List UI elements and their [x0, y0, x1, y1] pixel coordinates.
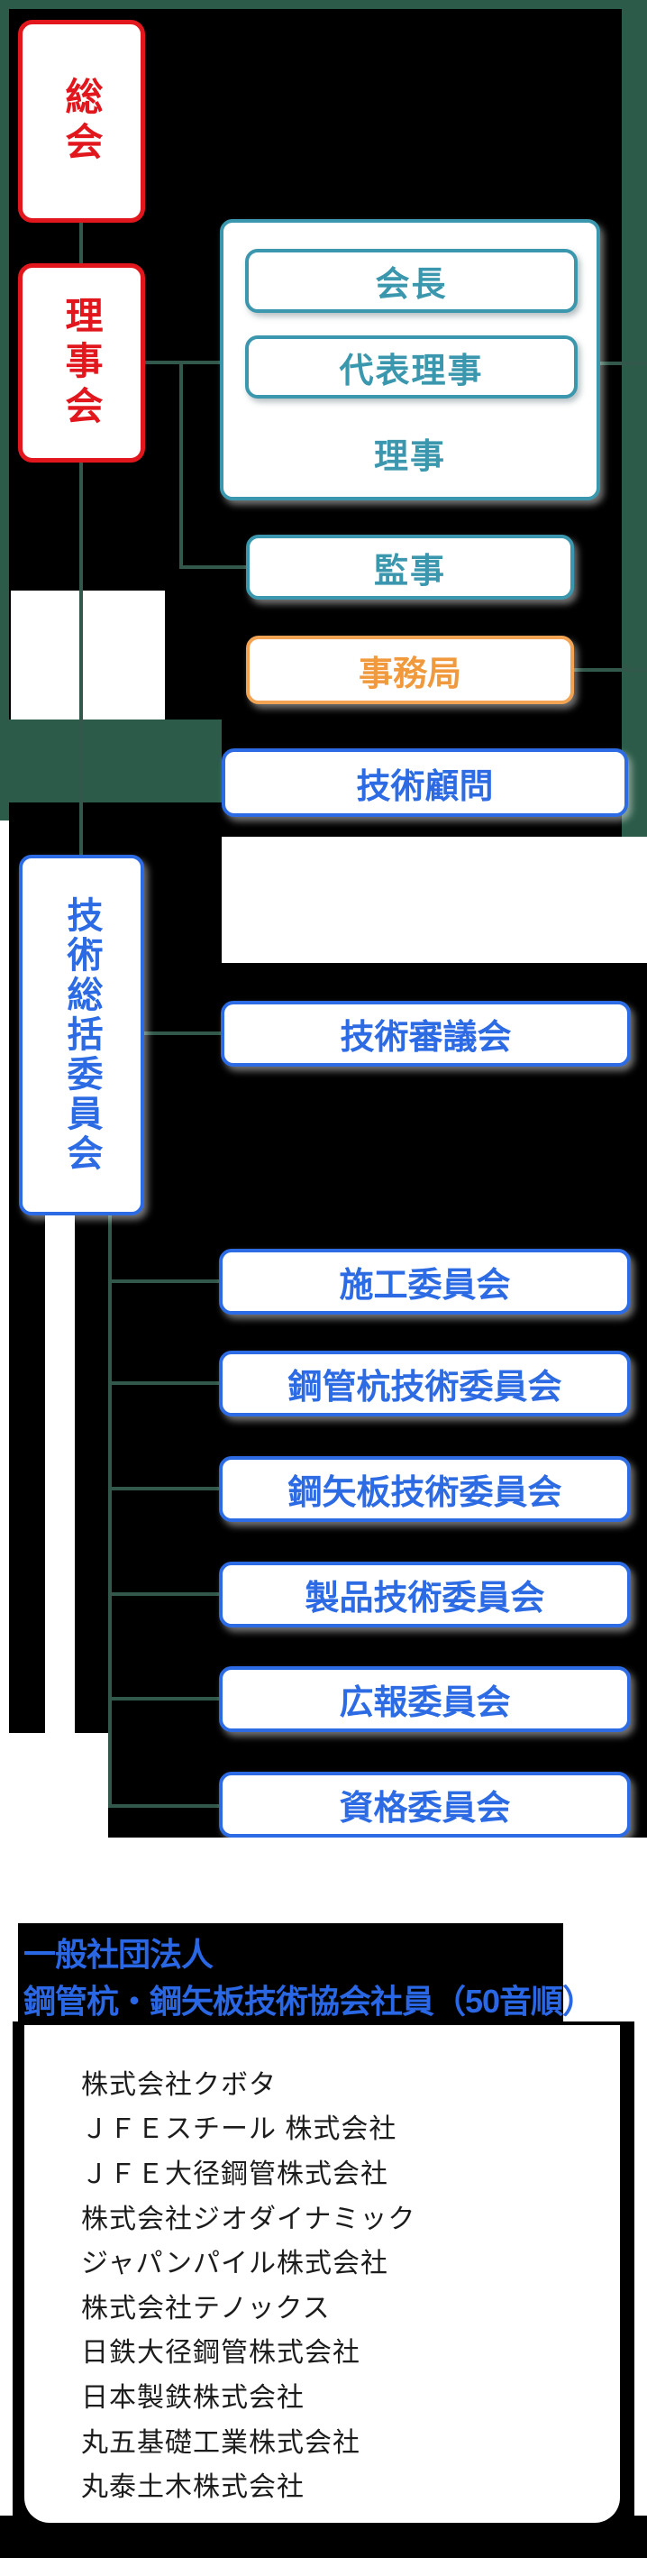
company-item: ジャパンパイル株式会社 [81, 2249, 388, 2279]
connector-to-shingikai [140, 1031, 225, 1035]
company-item: 日本製鉄株式会社 [81, 2382, 305, 2413]
company-item: ＪＦＥスチール 株式会社 [81, 2114, 397, 2145]
node-sheet-pile-committee: 鋼矢板技術委員会 [219, 1456, 631, 1522]
node-auditor: 監事 [246, 535, 574, 600]
company-item: 丸泰土木株式会社 [81, 2472, 305, 2503]
company-item: ＪＦＥ大径鋼管株式会社 [81, 2159, 388, 2189]
node-general-assembly: 総会 [18, 20, 145, 223]
company-item: 丸五基礎工業株式会社 [81, 2427, 360, 2458]
company-item: 株式会社ジオダイナミック [81, 2204, 416, 2234]
white-patch-below-advisor [222, 837, 647, 963]
node-pr-committee: 広報委員会 [219, 1666, 631, 1732]
company-item: 株式会社テノックス [81, 2293, 331, 2324]
white-patch-top-left [11, 591, 165, 720]
node-representative-director: 代表理事 [245, 335, 578, 399]
branch-committee-2 [108, 1381, 221, 1385]
board-container: 会長 代表理事 理事 [220, 219, 600, 500]
node-secretariat: 事務局 [246, 636, 574, 704]
branch-committee-1 [108, 1279, 221, 1283]
connector-jimu-right [568, 668, 647, 672]
connector-daihyo-right [574, 362, 647, 365]
company-item: 日鉄大径鋼管株式会社 [81, 2338, 360, 2369]
green-frame-right [622, 0, 647, 837]
node-construction-committee: 施工委員会 [219, 1249, 631, 1315]
connector-junction-down [179, 361, 183, 569]
white-strip-left [45, 1215, 75, 1733]
members-title-band: 一般社団法人 鋼管杭・鋼矢板技術協会社員（50音順） [18, 1923, 595, 2024]
company-item: 株式会社クボタ [81, 2069, 277, 2100]
members-box: 株式会社クボタ ＪＦＥスチール 株式会社 ＪＦＥ大径鋼管株式会社 株式会社ジオダ… [24, 2025, 620, 2523]
node-chairman: 会長 [245, 249, 578, 313]
branch-committee-4 [108, 1592, 221, 1596]
branch-committee-3 [108, 1487, 221, 1490]
white-patch-bottom-left [0, 1733, 108, 1838]
node-technical-council: 技術審議会 [221, 1001, 631, 1067]
connector-rijikai-soukatsu [79, 460, 83, 857]
node-directors-label: 理事 [373, 438, 446, 476]
branch-committee-5 [108, 1697, 221, 1701]
node-technical-general-committee: 技術総括委員会 [19, 855, 144, 1215]
branch-committee-6 [108, 1804, 221, 1808]
node-qualification-committee: 資格委員会 [219, 1772, 631, 1838]
committee-bus-line [108, 1215, 112, 1808]
connector-rijikai-board [142, 361, 225, 364]
node-technical-advisor: 技術顧問 [222, 748, 628, 817]
connector-to-kanji [179, 565, 251, 569]
connector-soukai-rijikai [79, 221, 83, 266]
node-board-of-directors: 理事会 [18, 263, 145, 463]
members-title-line2: 鋼管杭・鋼矢板技術協会社員（50音順） [23, 1983, 595, 2020]
node-product-technology-committee: 製品技術委員会 [219, 1562, 631, 1627]
members-title-line1: 一般社団法人 [23, 1936, 214, 1973]
node-pipe-pile-committee: 鋼管杭技術委員会 [219, 1351, 631, 1416]
company-list: 株式会社クボタ ＪＦＥスチール 株式会社 ＪＦＥ大径鋼管株式会社 株式会社ジオダ… [81, 2059, 415, 2507]
